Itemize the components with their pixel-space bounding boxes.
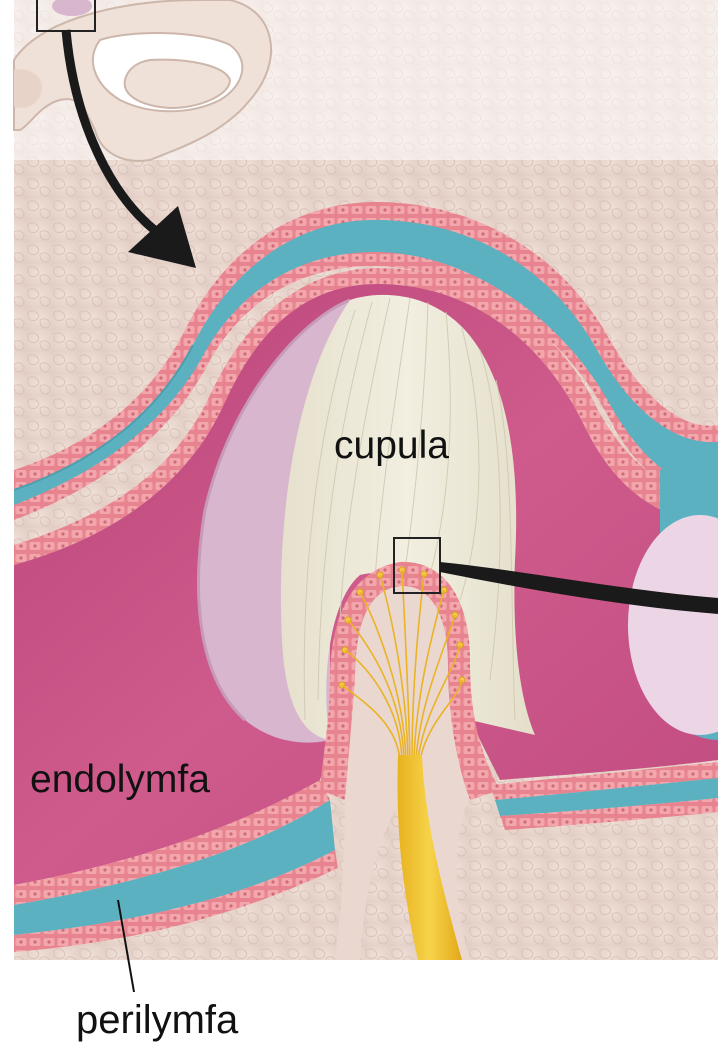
perilymph-label: perilymfa	[76, 1000, 238, 1040]
endolymph-label: endolymfa	[30, 760, 210, 799]
cupula-label: cupula	[334, 426, 449, 465]
